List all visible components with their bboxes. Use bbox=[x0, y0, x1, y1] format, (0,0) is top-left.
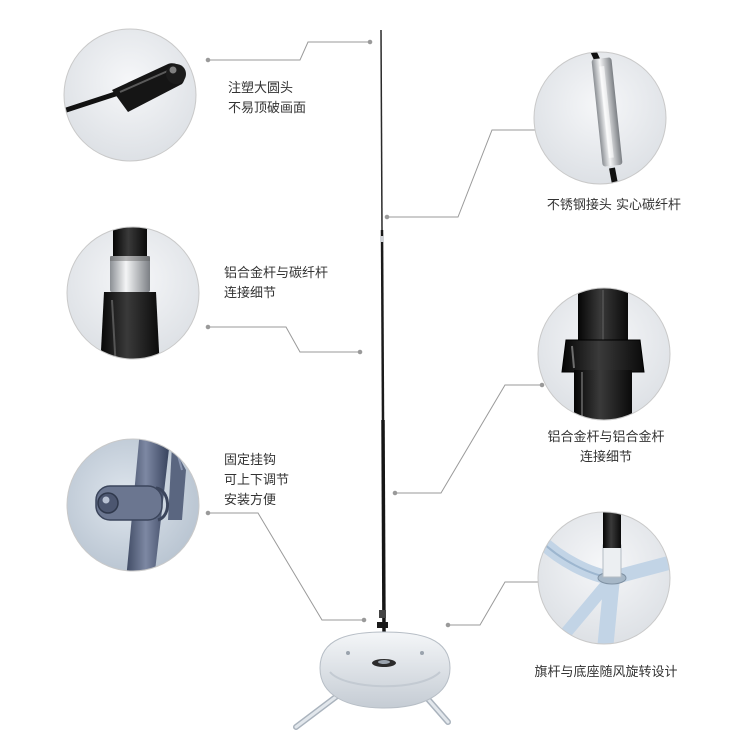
callout-alu-alu-joint-line-1: 铝合金杆与铝合金杆 bbox=[547, 430, 665, 445]
callout-alu-carbon-joint: 铝合金杆与碳纤杆 连接细节 bbox=[224, 264, 328, 304]
callout-alu-alu-joint-line-2: 连接细节 bbox=[579, 450, 632, 465]
callout-tip-line-1: 注塑大圆头 bbox=[228, 81, 294, 96]
callout-steel-joint-line-1: 不锈钢接头 实心碳纤杆 bbox=[546, 198, 682, 213]
detail-tip-cap bbox=[63, 28, 197, 162]
callout-tip-line-2: 不易顶破画面 bbox=[228, 101, 307, 116]
detail-rotating-base bbox=[537, 511, 671, 645]
callout-steel-joint: 不锈钢接头 实心碳纤杆 bbox=[532, 196, 696, 216]
callout-alu-alu-joint: 铝合金杆与铝合金杆 连接细节 bbox=[528, 428, 684, 468]
steel-joint-mark bbox=[380, 236, 384, 242]
callout-hook-line-3: 安装方便 bbox=[224, 493, 277, 508]
callout-hook-line-2: 可上下调节 bbox=[224, 473, 290, 488]
cross-base bbox=[293, 631, 451, 730]
detail-alu-alu-joint bbox=[537, 287, 671, 421]
hook-mark bbox=[377, 622, 388, 628]
callout-base-rotation: 旗杆与底座随风旋转设计 bbox=[516, 663, 696, 683]
flagpole bbox=[377, 29, 388, 633]
callout-alu-carbon-joint-line-2: 连接细节 bbox=[224, 286, 277, 301]
callout-hook-line-1: 固定挂钩 bbox=[224, 453, 277, 468]
callout-hook: 固定挂钩 可上下调节 安装方便 bbox=[224, 451, 289, 511]
callout-base-rotation-line-1: 旗杆与底座随风旋转设计 bbox=[534, 665, 678, 680]
callout-tip: 注塑大圆头 不易顶破画面 bbox=[228, 79, 306, 119]
detail-alu-carbon-joint bbox=[66, 226, 200, 360]
callout-alu-carbon-joint-line-1: 铝合金杆与碳纤杆 bbox=[224, 266, 329, 281]
detail-steel-joint bbox=[533, 51, 667, 185]
detail-hook bbox=[66, 438, 200, 572]
leader-lines bbox=[205, 39, 545, 628]
